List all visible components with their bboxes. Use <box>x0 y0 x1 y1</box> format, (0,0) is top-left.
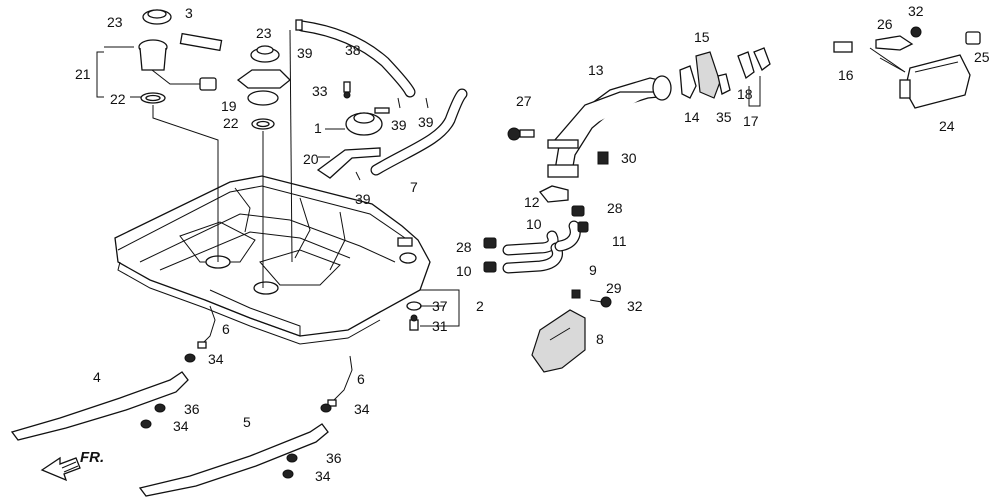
callout-6: 6 <box>357 371 365 387</box>
callout-21: 21 <box>75 66 91 82</box>
callout-36: 36 <box>326 450 342 466</box>
filler-hoses <box>483 151 609 274</box>
callout-1: 1 <box>314 120 322 136</box>
front-direction-arrow: FR. <box>40 449 104 482</box>
callout-10: 10 <box>456 263 472 279</box>
leader-lines <box>96 29 906 327</box>
callout-31: 31 <box>432 318 448 334</box>
callout-32: 32 <box>627 298 643 314</box>
callout-34: 34 <box>315 468 331 484</box>
callout-19: 19 <box>221 98 237 114</box>
callout-16: 16 <box>838 67 854 83</box>
callout-3: 3 <box>185 5 193 21</box>
callout-14: 14 <box>684 109 700 125</box>
callout-39: 39 <box>355 191 371 207</box>
callout-20: 20 <box>303 151 319 167</box>
filler-seals <box>679 47 771 99</box>
callout-labels: 23 3 23 39 38 21 22 19 22 33 1 39 39 20 … <box>75 3 990 484</box>
callout-12: 12 <box>524 194 540 210</box>
callout-22: 22 <box>223 115 239 131</box>
callout-18: 18 <box>737 86 753 102</box>
callout-39: 39 <box>297 45 313 61</box>
callout-15: 15 <box>694 29 710 45</box>
tank-straps <box>10 305 353 497</box>
callout-5: 5 <box>243 414 251 430</box>
callout-22: 22 <box>110 91 126 107</box>
two-way-valve <box>316 81 390 179</box>
fuel-gauge-unit <box>138 9 223 104</box>
callout-2: 2 <box>476 298 484 314</box>
callout-32: 32 <box>908 3 924 19</box>
callout-8: 8 <box>596 331 604 347</box>
fuel-tank <box>114 175 431 345</box>
callout-35: 35 <box>716 109 732 125</box>
callout-27: 27 <box>516 93 532 109</box>
callout-13: 13 <box>588 62 604 78</box>
front-direction-label: FR. <box>80 449 104 466</box>
filler-neck <box>507 75 672 178</box>
callout-7: 7 <box>410 179 418 195</box>
callout-34: 34 <box>208 351 224 367</box>
callout-6: 6 <box>222 321 230 337</box>
fuel-hoses <box>295 19 468 181</box>
callout-39: 39 <box>418 114 434 130</box>
callout-38: 38 <box>345 42 361 58</box>
callout-10: 10 <box>526 216 542 232</box>
callout-30: 30 <box>621 150 637 166</box>
fuel-pump-unit <box>236 45 291 130</box>
callout-26: 26 <box>877 16 893 32</box>
fuel-lid-assembly <box>833 26 981 109</box>
callout-28: 28 <box>607 200 623 216</box>
drain-fittings <box>406 301 422 331</box>
callout-23: 23 <box>256 25 272 41</box>
callout-34: 34 <box>354 401 370 417</box>
callout-37: 37 <box>432 298 448 314</box>
callout-24: 24 <box>939 118 955 134</box>
callout-25: 25 <box>974 49 990 65</box>
filler-bracket <box>531 289 612 373</box>
callout-28: 28 <box>456 239 472 255</box>
callout-11: 11 <box>612 233 627 249</box>
callout-34: 34 <box>173 418 189 434</box>
callout-36: 36 <box>184 401 200 417</box>
callout-17: 17 <box>743 113 759 129</box>
callout-29: 29 <box>606 280 622 296</box>
callout-9: 9 <box>589 262 597 278</box>
callout-33: 33 <box>312 83 328 99</box>
callout-4: 4 <box>93 369 101 385</box>
callout-23: 23 <box>107 14 123 30</box>
callout-39: 39 <box>391 117 407 133</box>
